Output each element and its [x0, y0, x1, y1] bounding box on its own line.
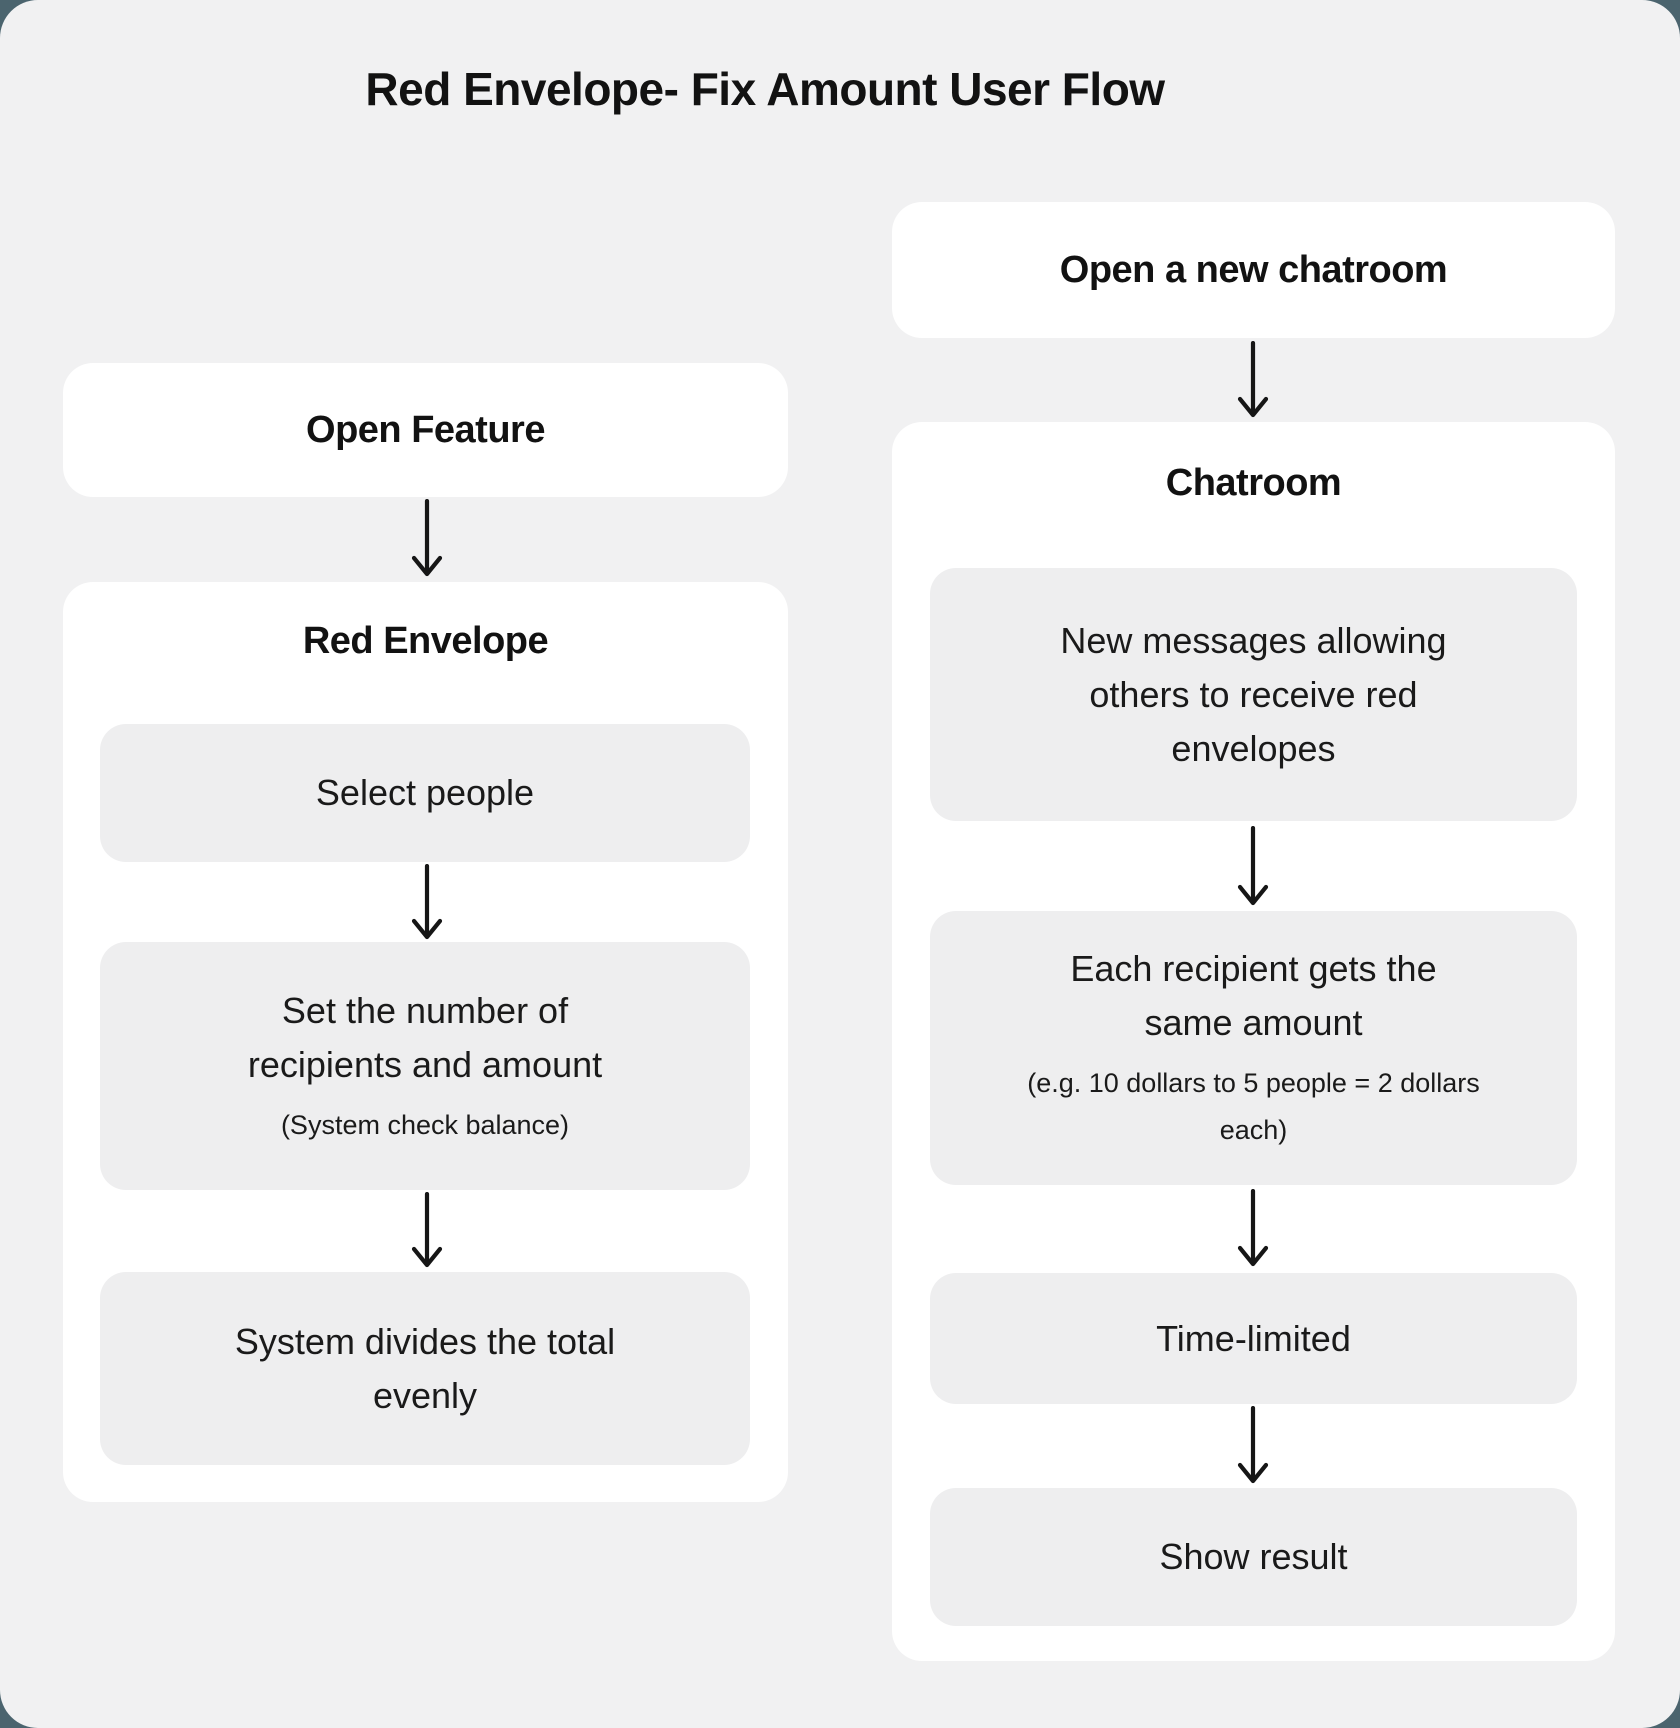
- step-select-people-text: Select people: [315, 772, 535, 813]
- node-open-new-chatroom: Open a new chatroom: [892, 202, 1615, 338]
- step-new-messages-text: New messages allowing others to receive …: [1060, 619, 1447, 769]
- flow-arrow: [1233, 1406, 1273, 1486]
- step-new-messages: New messages allowing others to receive …: [930, 568, 1577, 821]
- step-same-amount: Each recipient gets the same amount (e.g…: [930, 911, 1577, 1185]
- step-show-result: Show result: [930, 1488, 1577, 1626]
- step-same-amount-note: (e.g. 10 dollars to 5 people = 2 dollars…: [1027, 1068, 1480, 1145]
- flow-arrow: [407, 499, 447, 579]
- flow-arrow: [1233, 826, 1273, 908]
- flow-arrow: [1233, 1189, 1273, 1269]
- flow-arrow: [1233, 341, 1273, 420]
- flow-arrow: [407, 1192, 447, 1270]
- step-set-recipients-amount-text: Set the number of recipients and amount: [247, 989, 603, 1085]
- step-time-limited-text: Time-limited: [1156, 1317, 1351, 1359]
- node-open-feature: Open Feature: [63, 363, 788, 497]
- node-open-new-chatroom-label: Open a new chatroom: [1059, 248, 1448, 291]
- step-same-amount-text: Each recipient gets the same amount: [1070, 948, 1437, 1043]
- flow-arrow: [407, 864, 447, 942]
- step-select-people: Select people: [100, 724, 750, 862]
- step-system-divides: System divides the total evenly: [100, 1272, 750, 1465]
- node-open-feature-label: Open Feature: [306, 408, 545, 451]
- step-system-divides-text: System divides the total evenly: [234, 1320, 616, 1416]
- step-set-recipients-amount-note: (System check balance): [280, 1109, 570, 1140]
- step-set-recipients-amount: Set the number of recipients and amount …: [100, 942, 750, 1190]
- group-red-envelope-title: Red Envelope: [302, 620, 549, 662]
- page-title: Red Envelope- Fix Amount User Flow: [365, 63, 1165, 115]
- group-chatroom-title: Chatroom: [1165, 462, 1342, 504]
- step-time-limited: Time-limited: [930, 1273, 1577, 1404]
- step-show-result-text: Show result: [1159, 1536, 1348, 1577]
